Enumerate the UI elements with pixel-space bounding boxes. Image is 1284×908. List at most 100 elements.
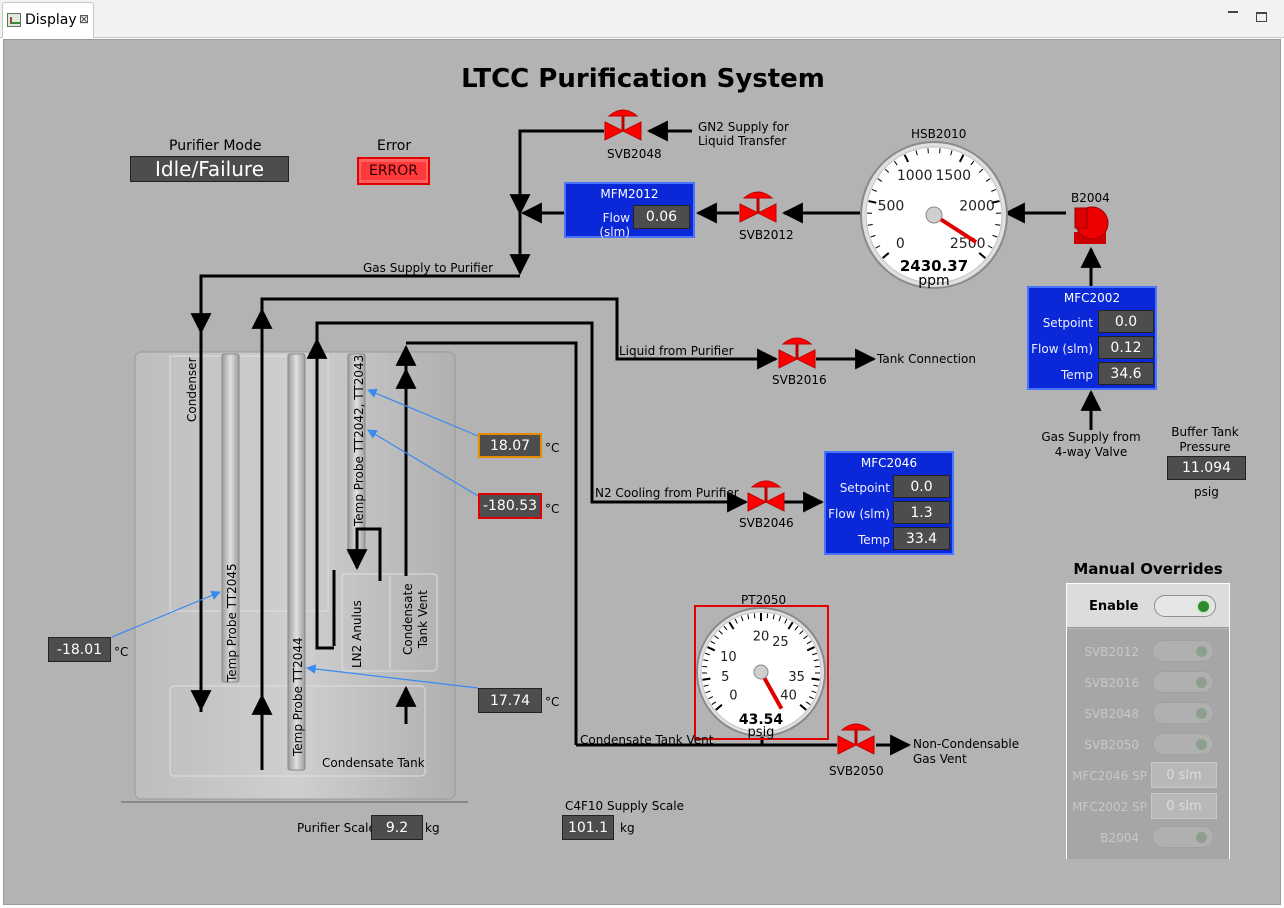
gauge-tick bbox=[740, 616, 744, 622]
mfm2012-panel: MFM2012 Flow (slm) 0.06 bbox=[564, 182, 695, 239]
minimize-icon[interactable] bbox=[1228, 10, 1238, 13]
gauge-tick bbox=[915, 150, 918, 156]
mfc2046-sp-input[interactable]: 0 slm bbox=[1151, 762, 1217, 788]
mfc2002-flow-value: 0.12 bbox=[1098, 336, 1154, 359]
close-icon[interactable]: ⊠ bbox=[79, 12, 90, 26]
tt2042-value: 18.07 bbox=[478, 433, 542, 458]
gas-supply-4way-label: Gas Supply from 4-way Valve bbox=[1041, 430, 1141, 459]
hsb2010-value: 2430.37 bbox=[899, 257, 969, 275]
tt2044-unit: °C bbox=[545, 695, 560, 709]
mfm2012-flow-value: 0.06 bbox=[633, 205, 690, 229]
overrides-list: SVB2012 SVB2016 SVB2048 SVB2050 MFC2046 … bbox=[1067, 629, 1229, 859]
override-toggle-svb2016[interactable] bbox=[1152, 671, 1214, 693]
gauge-tick bbox=[893, 160, 898, 166]
maximize-icon[interactable] bbox=[1256, 12, 1267, 22]
gauge-tick bbox=[766, 613, 769, 619]
gauge-tick bbox=[871, 189, 877, 192]
gauge-tick bbox=[812, 652, 818, 656]
gauge-tick bbox=[723, 625, 728, 631]
buffer-tank-value: 11.094 bbox=[1167, 456, 1246, 480]
page-title: LTCC Purification System bbox=[461, 64, 825, 94]
tab-bar: Display ⊠ bbox=[0, 0, 1284, 38]
gauge-tick bbox=[806, 646, 815, 652]
mfc2046-temp-label: Temp bbox=[858, 533, 890, 547]
gauge-tick bbox=[875, 245, 881, 249]
override-toggle-b2004[interactable] bbox=[1152, 826, 1214, 848]
mfc2002-setpoint-value: 0.0 bbox=[1098, 310, 1154, 333]
override-toggle-svb2048[interactable] bbox=[1152, 702, 1214, 724]
tt2043-unit: °C bbox=[545, 502, 560, 516]
gauge-tick bbox=[772, 614, 775, 620]
gauge-tick bbox=[714, 635, 719, 640]
purifier-scale-unit: kg bbox=[425, 821, 440, 835]
condenser-label: Condenser bbox=[185, 357, 199, 423]
mfc2046-setpoint-label: Setpoint bbox=[839, 481, 890, 495]
gauge-tick bbox=[734, 618, 738, 624]
mfc2046-panel: MFC2046 Setpoint 0.0 Flow (slm) 1.3 Temp… bbox=[824, 451, 954, 555]
svb2048-label: SVB2048 bbox=[607, 147, 662, 161]
gauge-tick bbox=[707, 646, 716, 652]
gauge-tick bbox=[813, 659, 819, 662]
gauge-tick bbox=[806, 640, 812, 645]
gauge-tick-label: 500 bbox=[878, 199, 905, 215]
tt2042-unit: °C bbox=[545, 441, 560, 455]
valve-svb2050 bbox=[837, 723, 875, 755]
tt2043-value: -180.53 bbox=[478, 493, 542, 519]
tt2042-probe-label: Temp Probe TT2042, TT2043 bbox=[352, 354, 366, 526]
gauge-tick bbox=[799, 630, 804, 635]
tt2045-value: -18.01 bbox=[48, 637, 111, 662]
enable-toggle[interactable] bbox=[1154, 595, 1216, 617]
gauge-tick bbox=[987, 245, 993, 249]
gauge-tick bbox=[747, 614, 750, 620]
gauge-tick-label: 25 bbox=[772, 635, 789, 650]
gauge-tick bbox=[978, 252, 986, 259]
gauge-tick-label: 0 bbox=[729, 688, 737, 703]
pt2050-value: 43.54 bbox=[738, 712, 784, 728]
gauge-tick bbox=[708, 696, 714, 700]
tt2045-unit: °C bbox=[114, 645, 129, 659]
valve-svb2048 bbox=[604, 109, 642, 141]
gauge-tick bbox=[813, 684, 819, 687]
valve-svb2016 bbox=[778, 337, 816, 369]
gauge-tick bbox=[868, 200, 877, 204]
gauge-tick bbox=[703, 659, 709, 662]
pt2050-title: PT2050 bbox=[741, 593, 787, 607]
gauge-tick bbox=[718, 630, 723, 635]
mfm2012-title: MFM2012 bbox=[600, 187, 659, 201]
probe-tt2045 bbox=[221, 353, 240, 683]
gauge-tick bbox=[704, 652, 710, 656]
override-toggle-svb2012[interactable] bbox=[1152, 640, 1214, 662]
gauge-tick bbox=[703, 684, 709, 687]
gauge-tick bbox=[778, 616, 782, 622]
gauge-tick bbox=[870, 234, 876, 238]
gauge-tick bbox=[867, 223, 873, 226]
gauge-tick bbox=[877, 178, 883, 182]
mfc2002-sp-input[interactable]: 0 slm bbox=[1151, 793, 1217, 819]
condensate-tank-vent-line-label: Condensate Tank Vent bbox=[580, 733, 714, 747]
enable-led-icon bbox=[1198, 601, 1209, 612]
tab-display[interactable]: Display ⊠ bbox=[2, 2, 94, 38]
mfc2002-setpoint-label: Setpoint bbox=[1042, 316, 1093, 330]
error-label: Error bbox=[377, 138, 412, 154]
gauge-tick bbox=[805, 701, 811, 705]
led-icon bbox=[1196, 739, 1207, 750]
purifier-mode-value: Idle/Failure bbox=[130, 156, 289, 182]
hsb2010-title: HSB2010 bbox=[911, 127, 967, 141]
override-toggle-svb2050[interactable] bbox=[1152, 733, 1214, 755]
gauge-tick bbox=[711, 701, 717, 705]
mfc2002-temp-label: Temp bbox=[1061, 368, 1093, 382]
tt2045-probe-label: Temp Probe TT2045 bbox=[225, 563, 239, 682]
gauge-tick bbox=[799, 704, 807, 711]
mfc2046-title: MFC2046 bbox=[860, 456, 918, 470]
liquid-from-purifier-label: Liquid from Purifier bbox=[619, 344, 734, 358]
mfc2002-temp-value: 34.6 bbox=[1098, 362, 1154, 385]
gauge-tick bbox=[884, 168, 890, 173]
led-icon bbox=[1196, 646, 1207, 657]
display-icon bbox=[7, 13, 21, 27]
enable-label: Enable bbox=[1089, 599, 1139, 614]
pump-b2004 bbox=[1074, 206, 1109, 244]
